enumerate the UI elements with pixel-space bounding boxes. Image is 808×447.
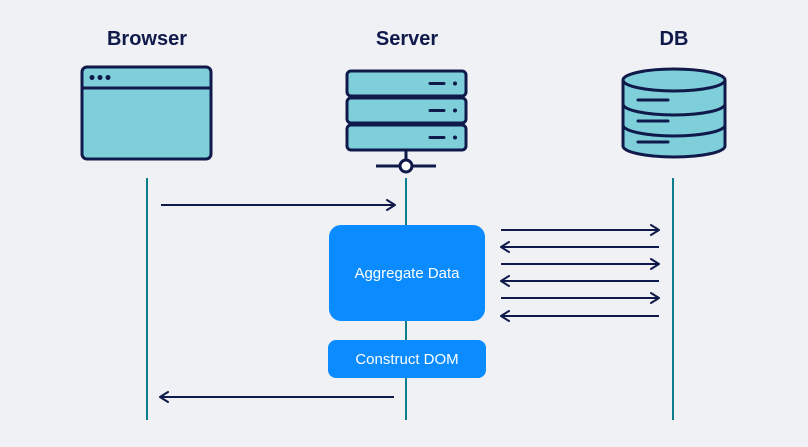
database-icon [621,67,727,159]
browser-label: Browser [106,28,188,50]
browser-window-icon [80,65,213,161]
aggregate-data-box: Aggregate Data [329,225,485,321]
server-rack-icon [345,69,468,174]
construct-dom-box: Construct DOM [328,340,486,378]
db-label: DB [659,28,689,50]
server-label: Server [375,28,439,50]
